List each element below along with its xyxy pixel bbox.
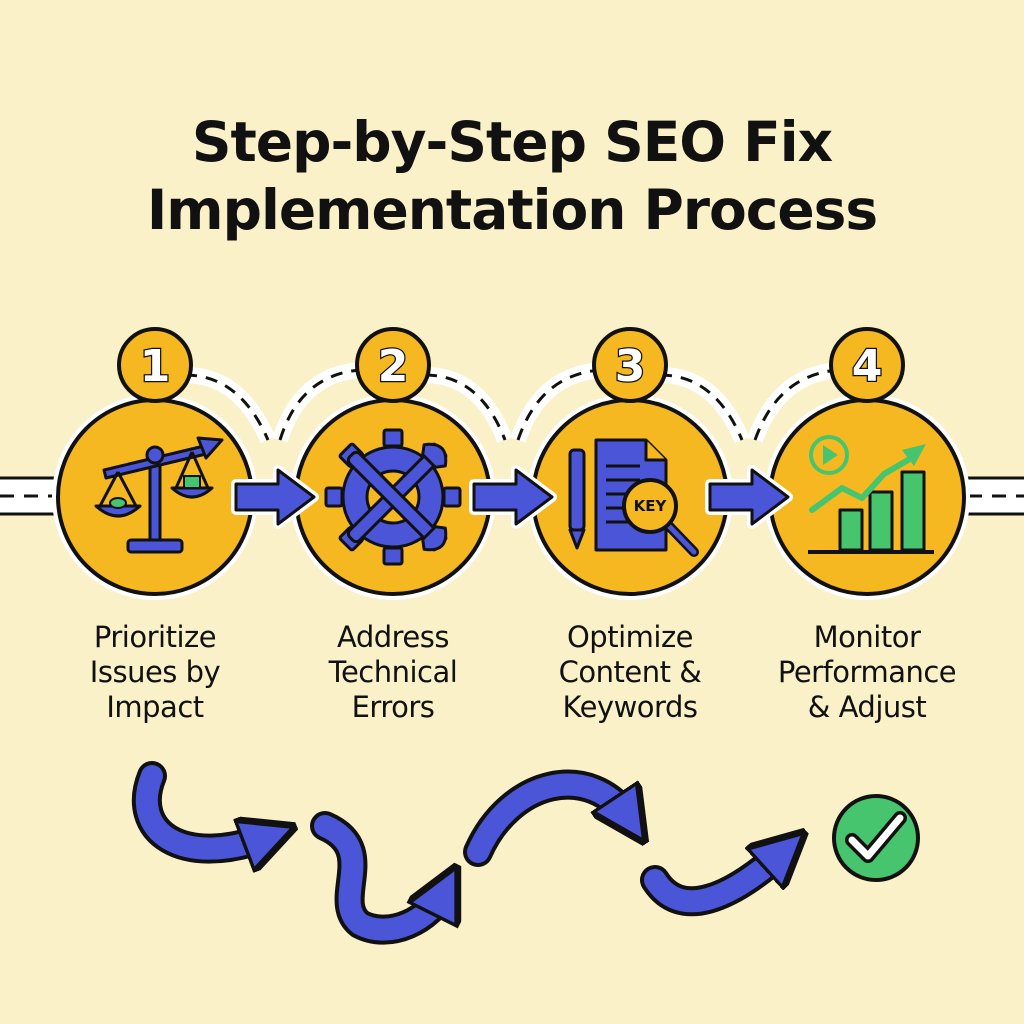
step-arrow-3-4: [705, 465, 793, 529]
keyword-document-icon: KEY: [568, 438, 699, 557]
step-4-number: 4: [852, 341, 883, 392]
bottom-flow-arrows: [131, 761, 785, 945]
balance-scale-icon: [94, 436, 224, 554]
wrench-gear-icon: [324, 428, 462, 566]
page-title: Step-by-Step SEO Fix Implementation Proc…: [0, 108, 1024, 244]
step-arrow-2-3: [469, 465, 557, 529]
step-1-label: Prioritize Issues by Impact: [45, 620, 265, 725]
step-2-badge: 2: [355, 327, 431, 403]
step-4-badge: 4: [829, 327, 905, 403]
title-line-2: Implementation Process: [146, 178, 878, 242]
step-1-badge: 1: [117, 327, 193, 403]
step-3-label-line-3: Keywords: [562, 690, 698, 724]
step-2-number: 2: [378, 341, 409, 392]
growth-chart-icon: [808, 435, 934, 554]
step-4-label-line-2: Performance: [777, 655, 957, 689]
step-3-number: 3: [615, 341, 646, 392]
check-circle-icon: [832, 794, 920, 882]
title-line-1: Step-by-Step SEO Fix: [191, 110, 833, 174]
step-3-label-line-2: Content &: [558, 655, 702, 689]
step-4-label: Monitor Performance & Adjust: [757, 620, 977, 725]
step-3-label-line-1: Optimize: [566, 620, 694, 654]
keyword-tag-text: KEY: [634, 497, 668, 515]
step-3-label: Optimize Content & Keywords: [520, 620, 740, 725]
step-4-label-line-3: & Adjust: [807, 690, 927, 724]
step-2-label-line-2: Technical: [328, 655, 458, 689]
step-4-label-line-1: Monitor: [813, 620, 921, 654]
step-4-circle: [764, 394, 970, 600]
step-2-label-line-3: Errors: [351, 690, 435, 724]
step-arrow-1-2: [231, 465, 319, 529]
road-right: [958, 476, 1024, 516]
step-1-label-line-3: Impact: [106, 690, 204, 724]
step-1-label-line-1: Prioritize: [93, 620, 217, 654]
step-2-label: Address Technical Errors: [283, 620, 503, 725]
step-1-number: 1: [140, 341, 171, 392]
step-2-label-line-1: Address: [337, 620, 450, 654]
step-1-label-line-2: Issues by: [89, 655, 221, 689]
connector-arcs: [184, 362, 839, 444]
step-3-badge: 3: [592, 327, 668, 403]
